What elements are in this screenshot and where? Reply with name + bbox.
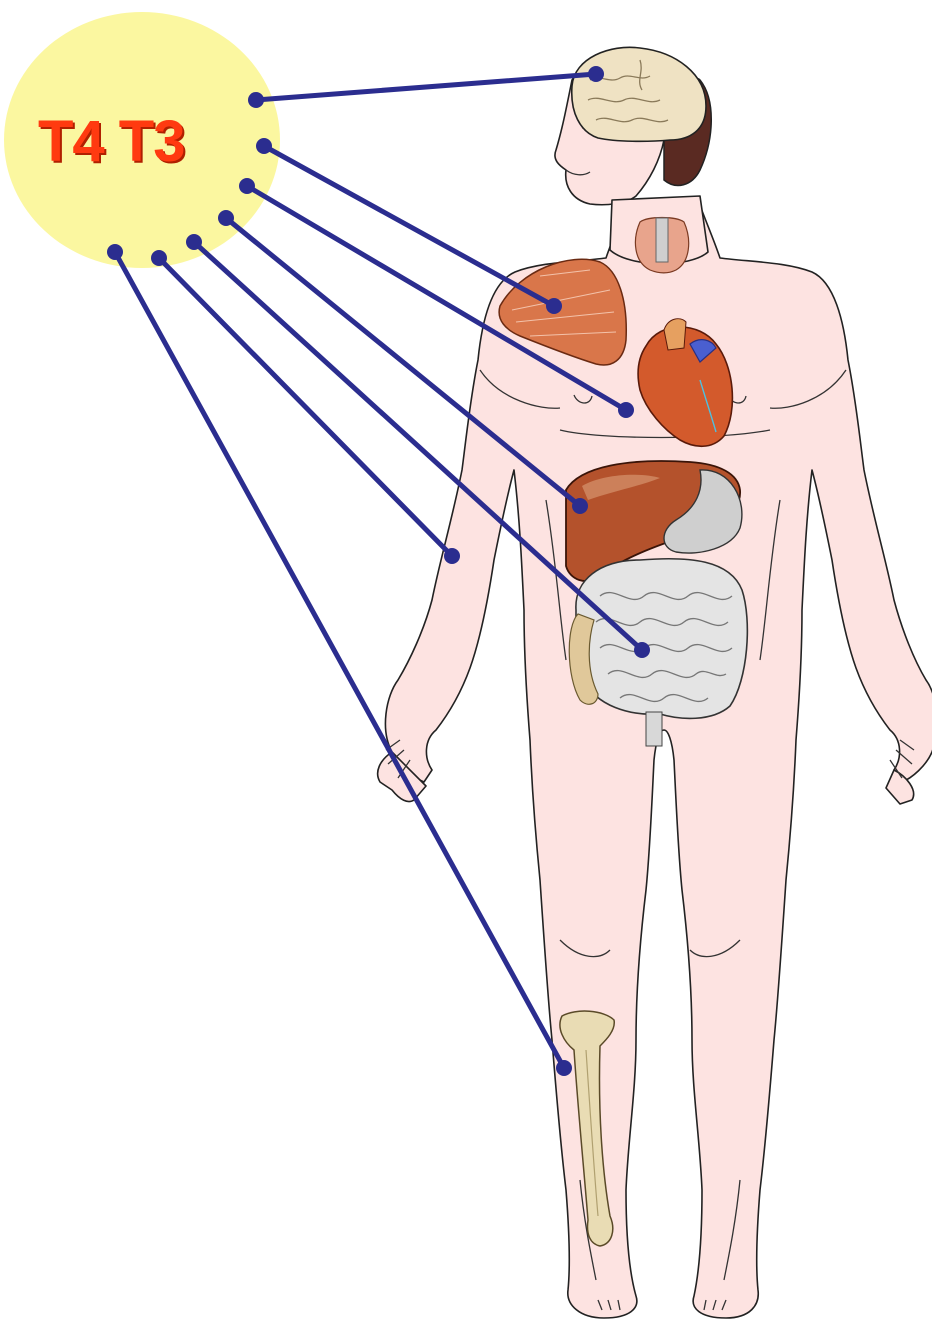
endpoint-dot [107,244,123,260]
endpoint-dot [588,66,604,82]
endpoint-dot [239,178,255,194]
endpoint-dot [186,234,202,250]
endpoint-dot [151,250,167,266]
endpoint-dot [546,298,562,314]
endpoint-dot [634,642,650,658]
endpoint-dot [444,548,460,564]
endpoint-dot [556,1060,572,1076]
endpoint-dot [572,498,588,514]
thyroid-icon [635,218,688,274]
endpoint-dot [618,402,634,418]
endpoint-dot [248,92,264,108]
endpoint-dot [256,138,272,154]
endpoint-dot [218,210,234,226]
hormone-label: T4 T3 [38,108,238,175]
brain-icon [572,47,706,141]
connector-brain [256,74,596,100]
